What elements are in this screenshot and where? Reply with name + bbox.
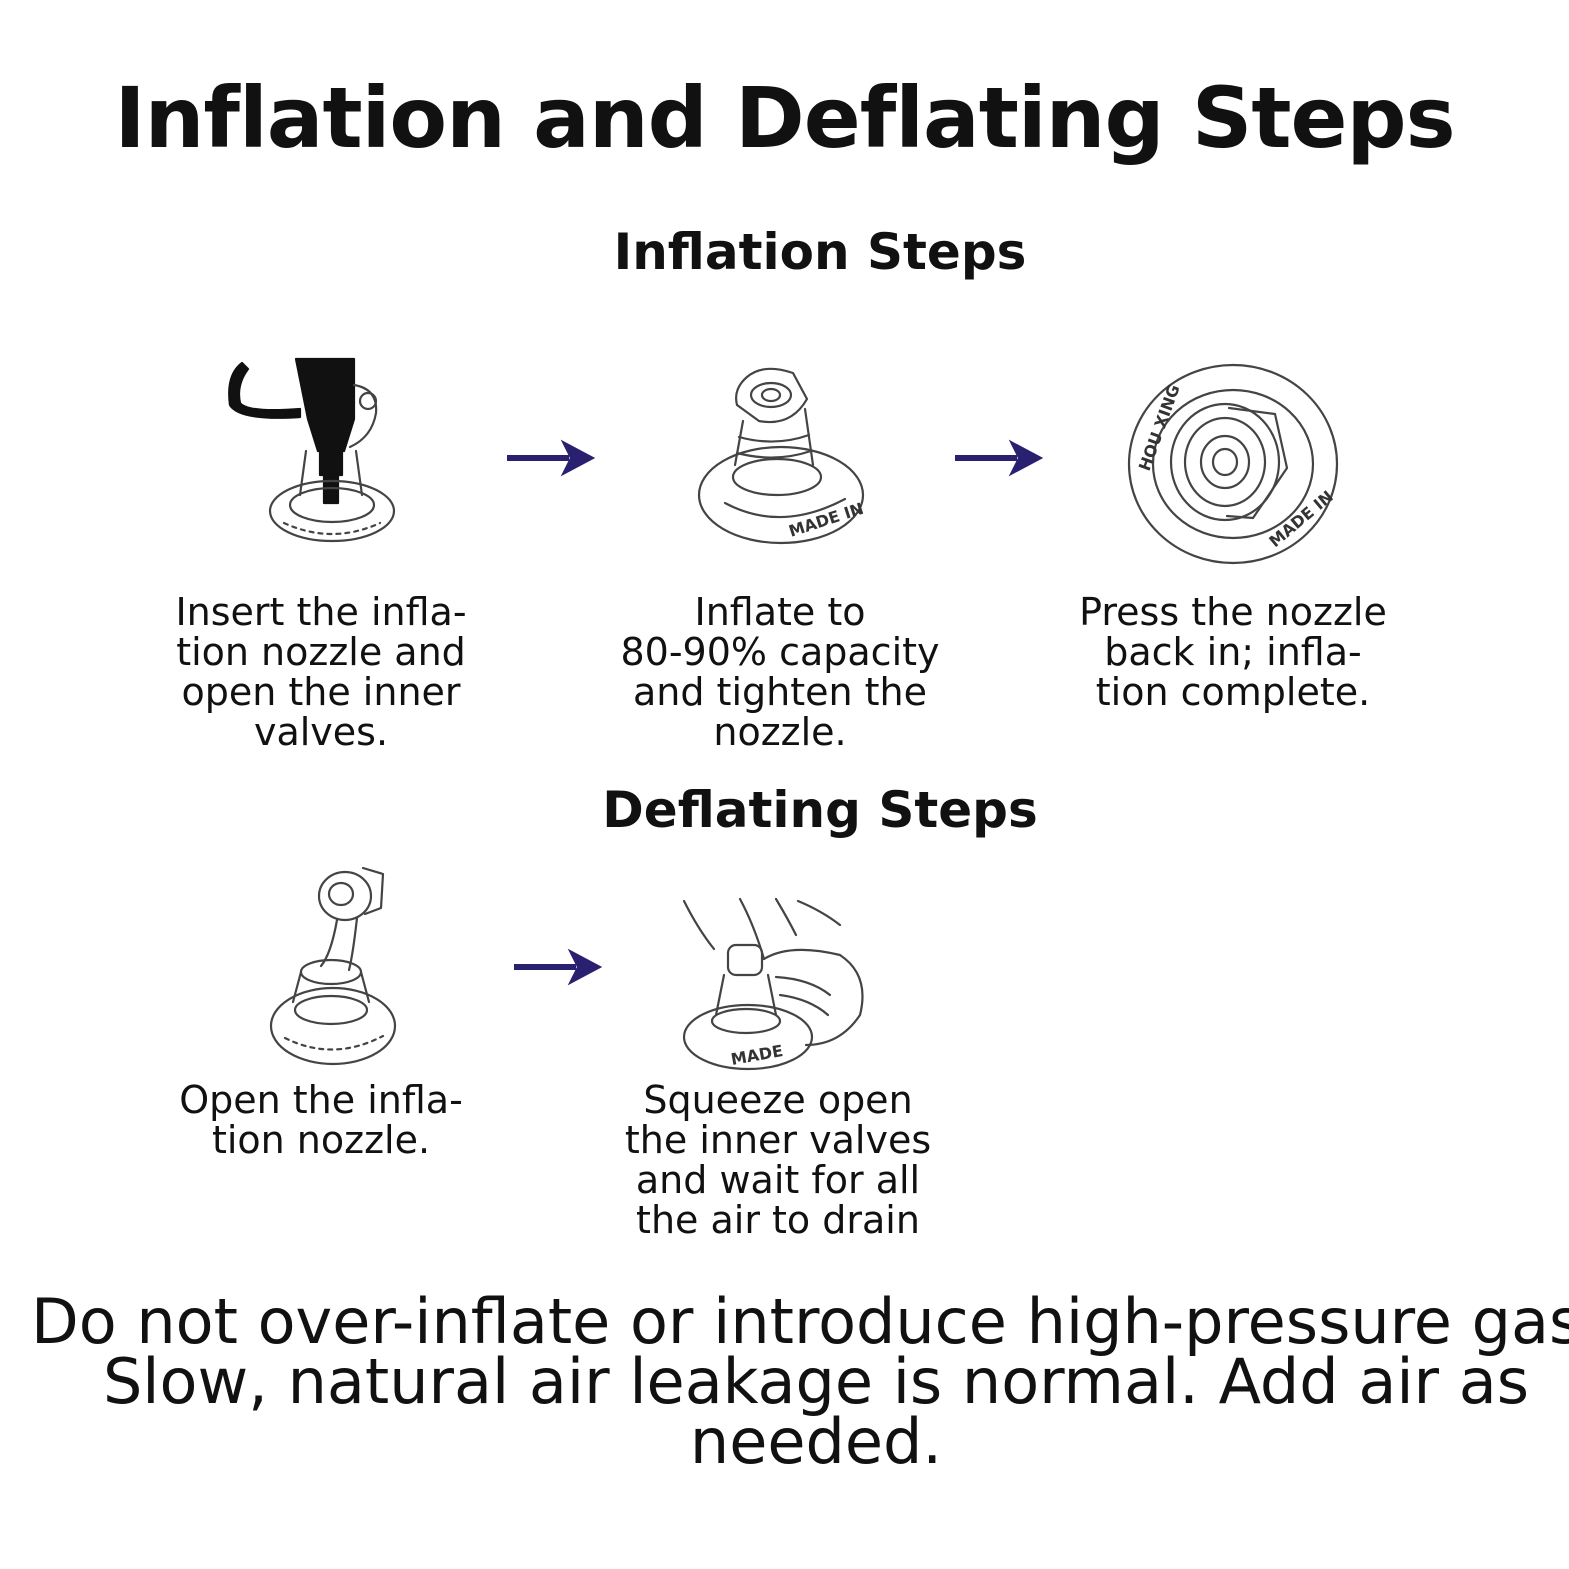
usage-note: Do not over-inflate or introduce high-pr… xyxy=(30,1285,1569,1478)
deflating-step-2-caption: Squeeze open the inner valves and wait f… xyxy=(624,1078,932,1242)
svg-text:MADE IN: MADE IN xyxy=(1265,487,1337,551)
page-title: Inflation and Deflating Steps xyxy=(114,69,1455,167)
inflation-heading: Inflation Steps xyxy=(613,223,1027,281)
deflating-step-1-caption: Open the infla- tion nozzle. xyxy=(179,1078,463,1162)
hand-squeezing-valve-icon: MADE xyxy=(682,897,864,1071)
valve-top-view-icon: HOU XING MADE IN xyxy=(1127,363,1339,565)
valve-cap-tightened-icon: MADE IN xyxy=(697,367,866,545)
deflating-heading: Deflating Steps xyxy=(602,781,1038,839)
inflation-step-1-caption: Insert the infla- tion nozzle and open t… xyxy=(175,590,467,754)
arrow-right-icon xyxy=(507,439,595,477)
valve-cap-open-icon xyxy=(269,866,397,1066)
arrow-right-icon xyxy=(514,948,602,986)
pump-nozzle-inserted-icon xyxy=(228,357,396,543)
inflation-step-2-caption: Inflate to 80-90% capacity and tighten t… xyxy=(620,590,940,754)
arrow-right-icon xyxy=(955,439,1043,477)
inflation-step-3-caption: Press the nozzle back in; infla- tion co… xyxy=(1079,590,1387,714)
